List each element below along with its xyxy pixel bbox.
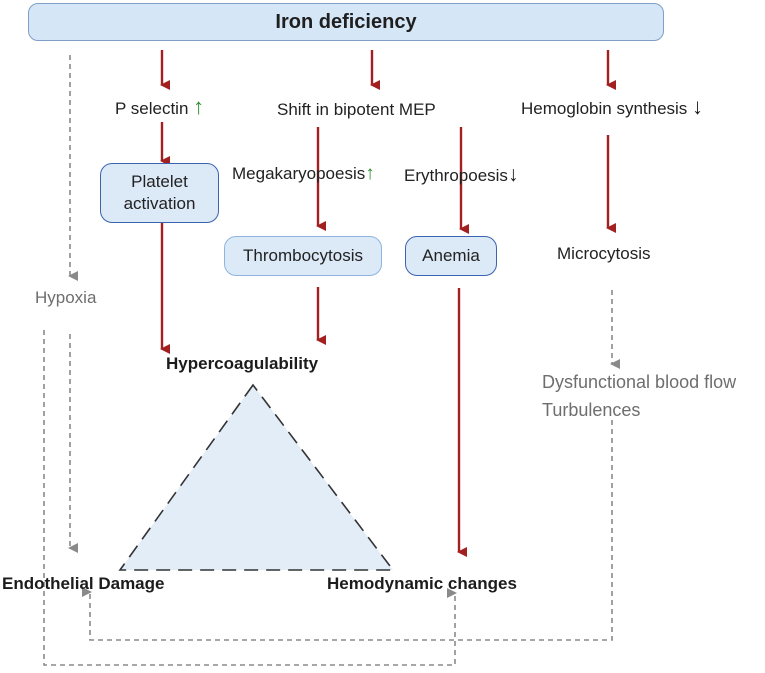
up-arrow-icon: ↑ (365, 163, 375, 184)
label-shift-mep: Shift in bipotent MEP (277, 100, 436, 119)
label-p-selectin: P selectin ↑ (115, 94, 204, 120)
box-anemia: Anemia (405, 236, 497, 276)
label-dysfunctional-blood-flow: Dysfunctional blood flow (542, 372, 737, 392)
hemoglobin-text: Hemoglobin synthesis (521, 99, 688, 118)
erythropoesis-text: Erythropoesis (404, 166, 508, 185)
box-platelet-activation: Platelet activation (100, 163, 219, 223)
p-selectin-text: P selectin (115, 99, 189, 118)
header-iron-deficiency: Iron deficiency (28, 3, 664, 41)
box-thrombocytosis: Thrombocytosis (224, 236, 382, 276)
label-microcytosis: Microcytosis (557, 244, 651, 263)
label-hypercoagulability: Hypercoagulability (166, 354, 319, 373)
label-hypoxia: Hypoxia (35, 288, 97, 307)
dashed-dysfunctional-to-endothelial (82, 420, 613, 641)
label-endothelial-damage: Endothelial Damage (2, 574, 165, 593)
label-megakaryopoesis: Megakaryopoesis↑ (232, 163, 375, 185)
label-hemodynamic-changes: Hemodynamic changes (327, 574, 517, 593)
down-arrow-icon: ↓ (692, 94, 704, 119)
label-turbulences: Turbulences (542, 400, 641, 420)
triangle-shape (118, 383, 395, 571)
down-arrow-icon: ↓ (507, 163, 519, 186)
dashed-hypoxia-to-hemodynamic (43, 330, 457, 666)
megakaryopoesis-text: Megakaryopoesis (232, 164, 366, 183)
up-arrow-icon: ↑ (193, 94, 205, 119)
label-erythropoesis: Erythropoesis↓ (404, 163, 518, 187)
label-hemoglobin: Hemoglobin synthesis ↓ (521, 94, 703, 120)
platelet-line2: activation (123, 194, 196, 213)
platelet-line1: Platelet (131, 171, 188, 191)
